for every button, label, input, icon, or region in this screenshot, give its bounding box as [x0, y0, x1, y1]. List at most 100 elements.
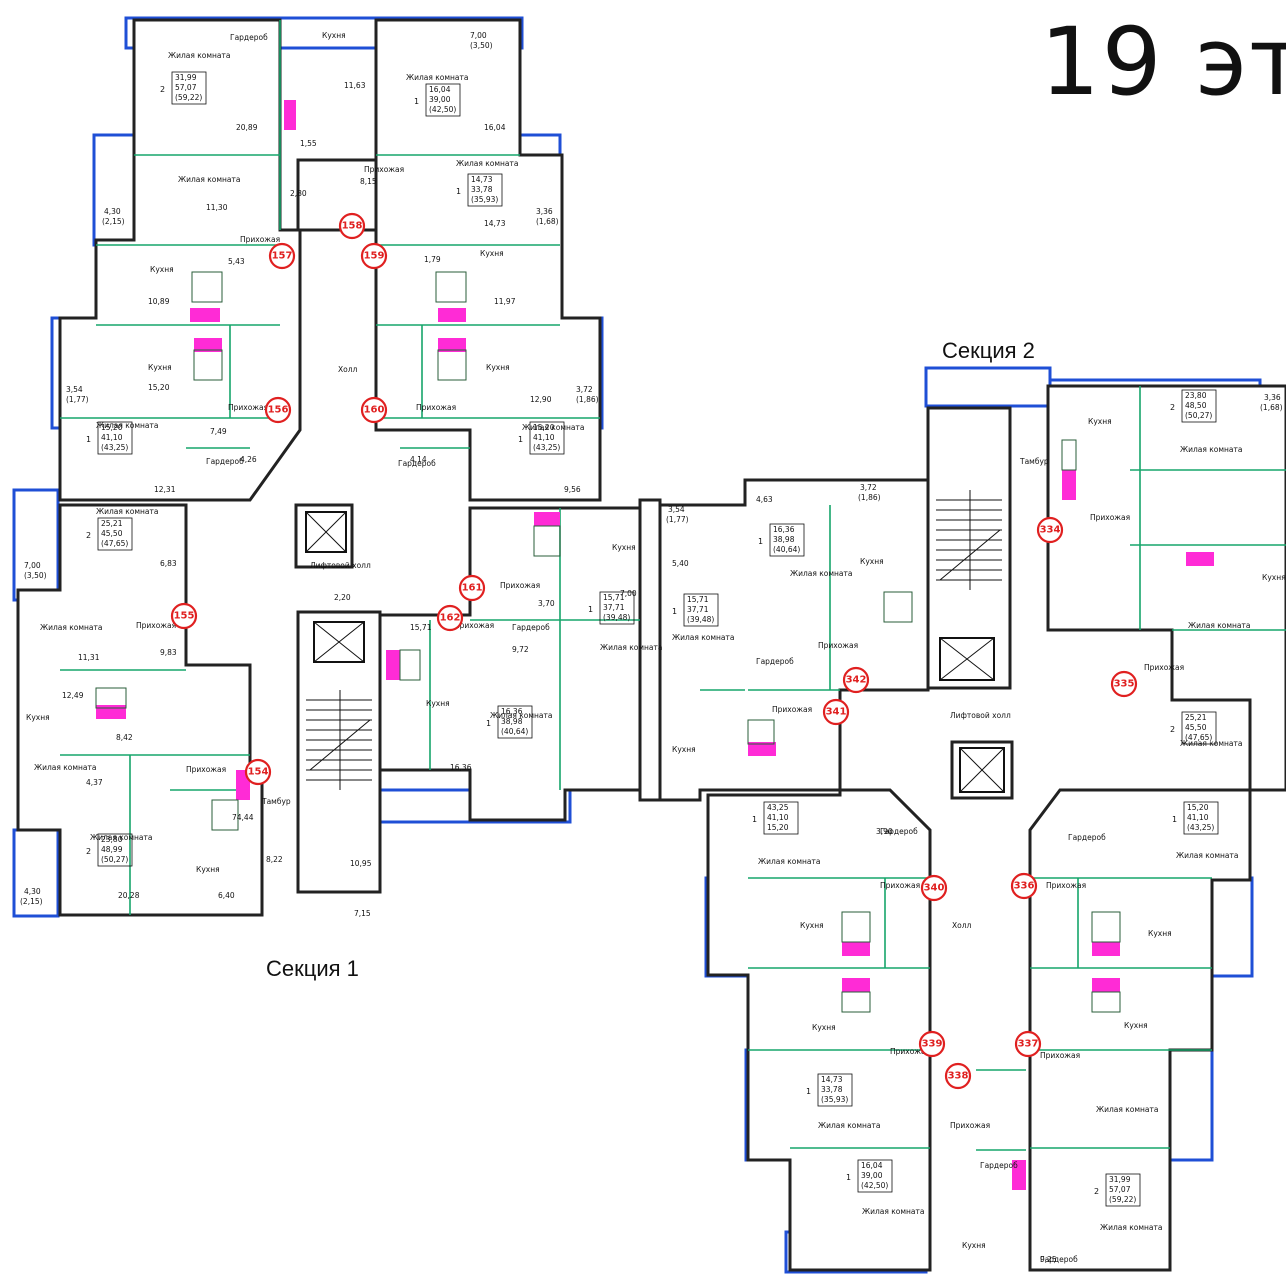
- apartment-badge-334[interactable]: 334: [1036, 516, 1064, 544]
- apartment-badge-158[interactable]: 158: [338, 212, 366, 240]
- svg-text:156: 156: [268, 405, 289, 416]
- apartment-badge-337[interactable]: 337: [1014, 1030, 1042, 1058]
- area-value: (47,65): [101, 539, 128, 548]
- area-label: 9,83: [160, 648, 177, 657]
- room-label: Жилая комната: [168, 51, 230, 60]
- area-value: (43,25): [1187, 823, 1214, 832]
- area-value: 48,99: [101, 845, 123, 854]
- area-value: (43,25): [533, 443, 560, 452]
- exterior-wall: [1046, 384, 1286, 792]
- room-label: Жилая комната: [758, 857, 820, 866]
- apartment-badge-339[interactable]: 339: [918, 1030, 946, 1058]
- area-value: 31,99: [1109, 1175, 1131, 1184]
- room-label: Прихожая: [1046, 881, 1086, 890]
- room-label: Кухня: [860, 557, 884, 566]
- apartment-badge-156[interactable]: 156: [264, 396, 292, 424]
- apartment-badge-341[interactable]: 341: [822, 698, 850, 726]
- room-label: Жилая комната: [90, 833, 152, 842]
- room-label: Прихожая: [228, 403, 268, 412]
- area-value: 45,50: [1185, 723, 1207, 732]
- room-label: Кухня: [486, 363, 510, 372]
- room-label: Жилая комната: [1176, 851, 1238, 860]
- area-label: 1,55: [300, 139, 317, 148]
- room-label: Прихожая: [772, 705, 812, 714]
- svg-text:155: 155: [174, 611, 195, 622]
- room-label: Кухня: [962, 1241, 986, 1250]
- apartment-badge-159[interactable]: 159: [360, 242, 388, 270]
- room-count: 2: [86, 847, 91, 856]
- area-value: 33,78: [821, 1085, 843, 1094]
- area-label: 16,36: [450, 763, 472, 772]
- balcony-label: 3,72: [860, 483, 877, 492]
- room-label: Прихожая: [880, 881, 920, 890]
- section-2-plan: [658, 366, 1286, 1274]
- bathroom-fixtures: [747, 439, 1214, 1190]
- area-label: 4,14: [410, 455, 427, 464]
- room-count: 1: [414, 97, 419, 106]
- apartment-badge-342[interactable]: 342: [842, 666, 870, 694]
- apartment-badge-157[interactable]: 157: [268, 242, 296, 270]
- room-label: Жилая комната: [672, 633, 734, 642]
- room-label: Жилая комната: [1188, 621, 1250, 630]
- floor-title: 19 эт: [1040, 8, 1286, 117]
- lift-icon: [305, 511, 365, 663]
- apartment-badge-154[interactable]: 154: [244, 758, 272, 786]
- exterior-wall: [378, 506, 642, 822]
- room-label: Прихожая: [136, 621, 176, 630]
- room-label: Кухня: [148, 363, 172, 372]
- area-label: 6,40: [218, 891, 235, 900]
- room-label: Жилая комната: [1180, 739, 1242, 748]
- area-value: 15,20: [767, 823, 789, 832]
- room-label: Жилая комната: [522, 423, 584, 432]
- area-value: 16,04: [429, 85, 451, 94]
- area-value: (35,93): [821, 1095, 848, 1104]
- room-label: Гардероб: [980, 1161, 1018, 1170]
- staircase: [936, 490, 1002, 590]
- svg-text:160: 160: [364, 405, 385, 416]
- area-value: 41,10: [533, 433, 555, 442]
- section-1-label: Секция 1: [266, 956, 359, 981]
- apartment-badge-340[interactable]: 340: [920, 874, 948, 902]
- room-label: Прихожая: [416, 403, 456, 412]
- room-label: Прихожая: [364, 165, 404, 174]
- room-label: Кухня: [612, 543, 636, 552]
- apartment-badge-336[interactable]: 336: [1010, 872, 1038, 900]
- balcony-label: 3,36: [536, 207, 553, 216]
- area-label: 2,20: [334, 593, 351, 602]
- room-count: 1: [672, 607, 677, 616]
- room-label: Жилая комната: [790, 569, 852, 578]
- room-label: Гардероб: [230, 33, 268, 42]
- area-label: 11,63: [344, 81, 366, 90]
- area-label: 16,04: [484, 123, 506, 132]
- area-label: 12,90: [530, 395, 552, 404]
- room-count: 1: [846, 1173, 851, 1182]
- svg-text:161: 161: [462, 583, 483, 594]
- area-label: 74,44: [232, 813, 254, 822]
- balcony-label: (3,50): [24, 571, 47, 580]
- area-label: 5,40: [672, 559, 689, 568]
- apartment-badge-162[interactable]: 162: [436, 604, 464, 632]
- lift-icon: [939, 637, 1005, 793]
- area-label: 9,72: [512, 645, 529, 654]
- room-label: Жилая комната: [34, 763, 96, 772]
- area-label: 2,80: [290, 189, 307, 198]
- room-label: Жилая комната: [40, 623, 102, 632]
- balcony-label: (1,68): [536, 217, 559, 226]
- apartment-badge-335[interactable]: 335: [1110, 670, 1138, 698]
- apartment-badge-338[interactable]: 338: [944, 1062, 972, 1090]
- balcony-label: (1,77): [666, 515, 689, 524]
- area-value: 16,04: [861, 1161, 883, 1170]
- apartment-badge-155[interactable]: 155: [170, 602, 198, 630]
- room-label: Жилая комната: [1096, 1105, 1158, 1114]
- room-label: Прихожая: [500, 581, 540, 590]
- area-value: 14,73: [471, 175, 493, 184]
- apartment-badge-160[interactable]: 160: [360, 396, 388, 424]
- svg-text:339: 339: [922, 1039, 943, 1050]
- apartment-badge-161[interactable]: 161: [458, 574, 486, 602]
